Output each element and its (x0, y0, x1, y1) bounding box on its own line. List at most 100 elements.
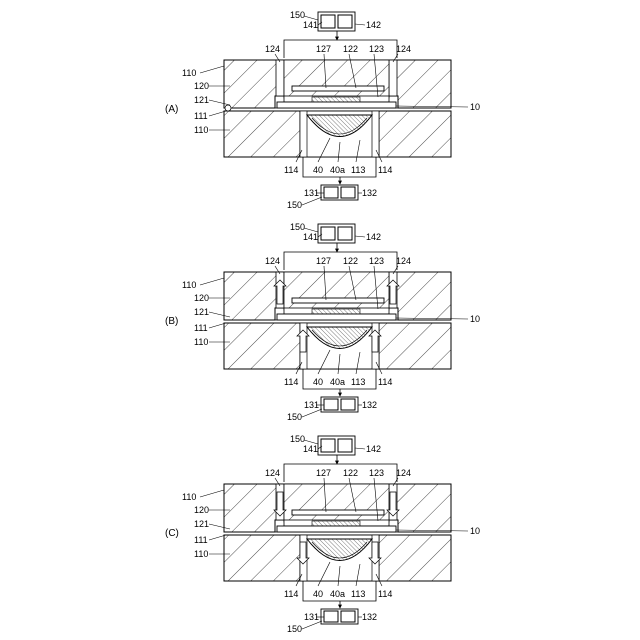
upper-port-right (389, 60, 397, 96)
label-box-bottom-left: 131 (304, 188, 319, 198)
seal-mark (225, 105, 231, 111)
label-box-bottom-left: 131 (304, 612, 319, 622)
label-mold-upper-body: 120 (194, 505, 209, 515)
label-box-top-right: 142 (366, 232, 381, 242)
label-plate: 122 (343, 468, 358, 478)
lower-port-left (300, 111, 307, 157)
label-port-left-top: 124 (265, 44, 280, 54)
label-cavity-top: 123 (369, 468, 384, 478)
lower-control-box-131 (324, 187, 338, 198)
label-mold-lower-body: 110 (194, 549, 208, 559)
label-box-top-right: 142 (366, 20, 381, 30)
insert (312, 521, 360, 526)
upper-control-box-141 (321, 227, 335, 240)
upper-control-box-142 (338, 227, 352, 240)
lower-control-box-131 (324, 611, 338, 622)
label-mold-lower-body: 110 (194, 125, 208, 135)
label-cavity-top: 123 (369, 256, 384, 266)
label-lens-face: 40a (330, 165, 345, 175)
label-lens-face: 40a (330, 377, 345, 387)
label-box-top-left: 141 (303, 444, 318, 454)
label-mold-upper-face: 121 (194, 307, 209, 317)
label-port-left-bottom: 114 (284, 589, 298, 599)
label-lens-face: 40a (330, 589, 345, 599)
label-mold-lower-body: 110 (194, 337, 208, 347)
piston-block (284, 272, 389, 310)
lower-control-box-132 (341, 187, 355, 198)
label-sheet: 10 (470, 526, 480, 536)
sheet-10 (277, 314, 396, 320)
label-unit-top: 150 (290, 434, 305, 444)
label-lens: 40 (313, 377, 323, 387)
label-cavity-top: 123 (369, 44, 384, 54)
label-box-bottom-right: 132 (362, 400, 377, 410)
label-sheet: 10 (470, 102, 480, 112)
label-mold-lower-face: 111 (194, 323, 208, 333)
upper-control-box-142 (338, 15, 352, 28)
label-port-left-bottom: 114 (284, 165, 298, 175)
label-plate: 122 (343, 256, 358, 266)
label-cavity-bottom: 113 (351, 377, 365, 387)
label-caption: (A) (165, 104, 178, 115)
label-port-left-top: 124 (265, 468, 280, 478)
lower-control-box-131 (324, 399, 338, 410)
upper-control-box-141 (321, 439, 335, 452)
label-box-bottom-right: 132 (362, 612, 377, 622)
lower-control-box-132 (341, 399, 355, 410)
label-caption: (C) (165, 528, 179, 539)
label-port-right-bottom: 114 (378, 165, 392, 175)
upper-control-box-141 (321, 15, 335, 28)
label-mold-lower-face: 111 (194, 535, 208, 545)
label-lens: 40 (313, 589, 323, 599)
label-box-bottom-right: 132 (362, 188, 377, 198)
label-lens: 40 (313, 165, 323, 175)
label-cavity-bottom: 113 (351, 165, 365, 175)
label-box-top-left: 141 (303, 232, 318, 242)
label-box-bottom-left: 131 (304, 400, 319, 410)
piston-block (284, 60, 389, 98)
label-mold-upper-body: 120 (194, 293, 209, 303)
label-mold-upper-ref: 110 (182, 492, 196, 502)
piston-block (284, 484, 389, 522)
label-port-left-bottom: 114 (284, 377, 298, 387)
label-unit-top: 150 (290, 10, 305, 20)
label-unit-bottom: 150 (287, 200, 302, 210)
label-caption: (B) (165, 316, 178, 327)
sheet-10 (277, 102, 396, 108)
label-port-right-top: 124 (396, 44, 411, 54)
sheet-10 (277, 526, 396, 532)
label-port-right-bottom: 114 (378, 589, 392, 599)
label-unit-bottom: 150 (287, 624, 302, 634)
label-mold-lower-face: 111 (194, 111, 208, 121)
label-cavity-bottom: 113 (351, 589, 365, 599)
label-plate: 122 (343, 44, 358, 54)
insert (312, 309, 360, 314)
label-box-top-left: 141 (303, 20, 318, 30)
label-sheet: 10 (470, 314, 480, 324)
lower-control-box-132 (341, 611, 355, 622)
label-mold-upper-ref: 110 (182, 280, 196, 290)
panel-a: (A)1501411421101201211111101241271221231… (165, 10, 480, 210)
label-unit-top: 150 (290, 222, 305, 232)
plate-122 (292, 510, 384, 515)
label-port-right-bottom: 114 (378, 377, 392, 387)
insert (312, 97, 360, 102)
label-unit-bottom: 150 (287, 412, 302, 422)
label-mold-upper-face: 121 (194, 95, 209, 105)
label-piston: 127 (316, 468, 331, 478)
label-piston: 127 (316, 256, 331, 266)
plate-122 (292, 298, 384, 303)
panel-c: (C)1501411421101201211111101241271221231… (165, 434, 480, 634)
panel-b: (B)1501411421101201211111101241271221231… (165, 222, 480, 422)
label-port-right-top: 124 (396, 256, 411, 266)
lower-port-right (372, 111, 379, 157)
upper-control-box-142 (338, 439, 352, 452)
label-mold-upper-body: 120 (194, 81, 209, 91)
label-box-top-right: 142 (366, 444, 381, 454)
label-piston: 127 (316, 44, 331, 54)
plate-122 (292, 86, 384, 91)
label-mold-upper-face: 121 (194, 519, 209, 529)
upper-port-left (276, 60, 284, 96)
label-port-right-top: 124 (396, 468, 411, 478)
